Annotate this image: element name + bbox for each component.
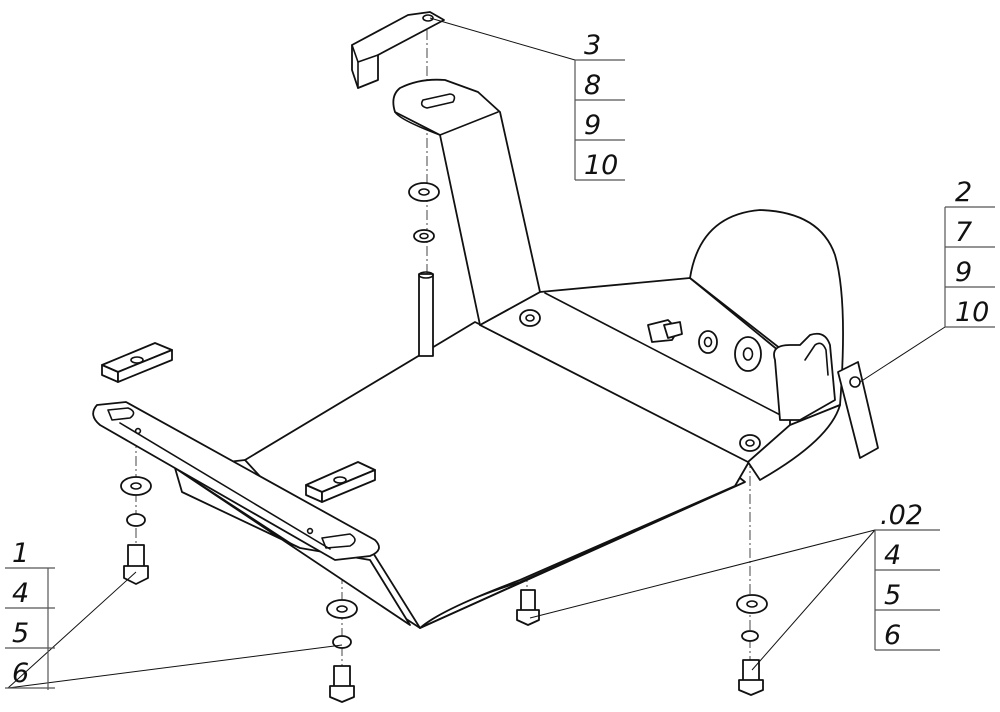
callout-br-2: 4 bbox=[884, 540, 901, 571]
callout-br-4: 6 bbox=[884, 620, 901, 651]
callout-br-3: 5 bbox=[884, 580, 901, 611]
callout-top-1: 3 bbox=[584, 30, 601, 61]
left-nut-plate bbox=[101, 342, 173, 383]
callout-right-3: 9 bbox=[955, 257, 972, 288]
callout-bl-2: 4 bbox=[12, 578, 29, 609]
callout-bottom-left: 1 4 5 6 bbox=[5, 538, 55, 690]
callout-right: 2 7 9 10 bbox=[944, 177, 995, 328]
callout-bl-4: 6 bbox=[12, 658, 29, 689]
callout-br-1: .02 bbox=[880, 500, 923, 531]
top-clamp-plate bbox=[351, 11, 445, 89]
fasteners bbox=[120, 182, 768, 703]
skid-plate bbox=[174, 209, 844, 629]
rear-bracket bbox=[392, 78, 541, 326]
callout-right-1: 2 bbox=[955, 177, 972, 208]
callout-bottom-right: .02 4 5 6 bbox=[874, 500, 940, 651]
callout-right-2: 7 bbox=[955, 217, 972, 248]
callout-bl-3: 5 bbox=[12, 618, 29, 649]
callout-top: 3 8 9 10 bbox=[574, 30, 625, 181]
callout-top-4: 10 bbox=[584, 150, 618, 181]
callout-right-4: 10 bbox=[955, 297, 989, 328]
left-rail bbox=[92, 401, 380, 561]
leader-lines bbox=[7, 17, 946, 689]
center-nut-plate bbox=[305, 461, 376, 503]
right-nut-plate bbox=[837, 361, 879, 459]
callout-top-2: 8 bbox=[584, 70, 601, 101]
stud bbox=[418, 271, 434, 357]
callout-bl-1: 1 bbox=[12, 538, 29, 569]
callout-top-3: 9 bbox=[584, 110, 601, 141]
